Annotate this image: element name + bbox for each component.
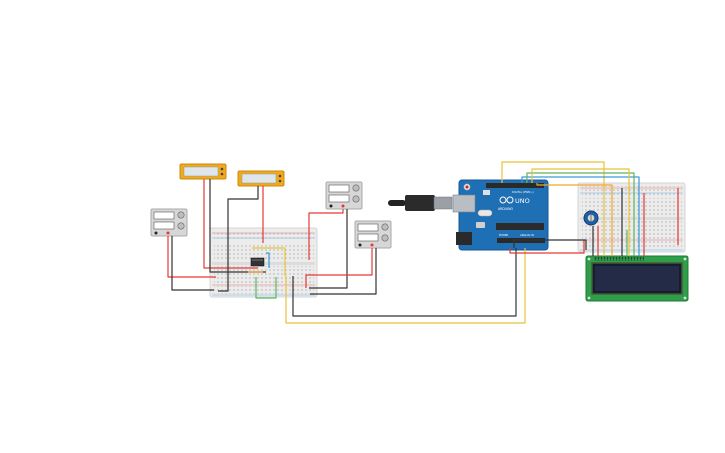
- wire-yellow[interactable]: [252, 247, 286, 276]
- wire-yellow[interactable]: [501, 161, 605, 256]
- wire-yellow[interactable]: [531, 168, 630, 256]
- power-supply-2[interactable]: [325, 181, 363, 210]
- wire-black[interactable]: [292, 248, 517, 317]
- power-supply-3[interactable]: [354, 220, 392, 249]
- ic-chip[interactable]: [250, 257, 265, 267]
- arduino-uno[interactable]: UNO ARDUINO DIGITAL (PWM~) POWER ANALOG …: [452, 179, 549, 251]
- wire-red[interactable]: [305, 248, 373, 288]
- wire-red[interactable]: [167, 236, 216, 278]
- board-label: UNO: [515, 197, 530, 205]
- potentiometer[interactable]: [583, 210, 599, 226]
- brand-label: ARDUINO: [498, 207, 514, 211]
- wire-blue[interactable]: [521, 176, 640, 256]
- wire-red[interactable]: [509, 240, 585, 254]
- usb-port: [452, 194, 476, 213]
- sensor-module-1[interactable]: [179, 163, 227, 180]
- wire-black[interactable]: [209, 179, 266, 273]
- power-supply-1[interactable]: [150, 208, 188, 237]
- wire-green[interactable]: [255, 277, 277, 299]
- power-header-label: POWER: [499, 233, 509, 237]
- wire-black[interactable]: [309, 209, 348, 289]
- wire-black[interactable]: [513, 239, 587, 250]
- digital-header-label: DIGITAL (PWM~): [512, 190, 534, 194]
- wire-black[interactable]: [310, 248, 377, 295]
- wire-red[interactable]: [308, 209, 344, 260]
- usb-cable[interactable]: [388, 195, 453, 211]
- breadboard-right[interactable]: [577, 182, 686, 253]
- wire-blue[interactable]: [266, 252, 270, 268]
- wires: [167, 161, 679, 324]
- wire-yellow[interactable]: [285, 248, 526, 324]
- lcd-display[interactable]: [585, 255, 689, 302]
- wire-red[interactable]: [203, 179, 258, 269]
- sensor-module-2[interactable]: [237, 170, 285, 187]
- power-jack: [456, 232, 472, 245]
- wire-black[interactable]: [218, 186, 259, 292]
- wire-green[interactable]: [526, 172, 635, 256]
- wire-black[interactable]: [171, 236, 214, 291]
- wire-orange[interactable]: [536, 183, 613, 256]
- analog-header-label: ANALOG IN: [520, 233, 534, 237]
